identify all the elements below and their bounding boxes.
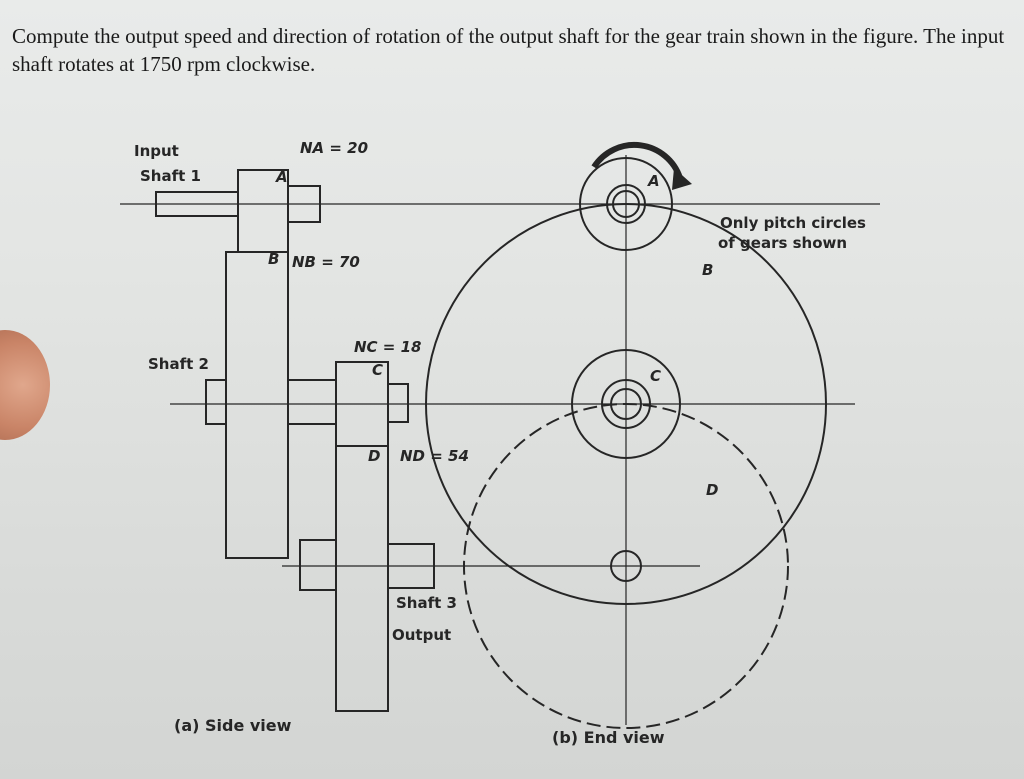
- shaft1-label: Shaft 1: [140, 167, 201, 185]
- na-label: NA = 20: [300, 139, 368, 157]
- nd-label: ND = 54: [400, 447, 469, 465]
- gear-b-tag-side: B: [268, 250, 279, 268]
- input-label: Input: [134, 142, 179, 160]
- side-view: [120, 169, 880, 712]
- gear-d-pitch-circle: [463, 403, 789, 729]
- nc-label: NC = 18: [354, 338, 421, 356]
- shaft2-label: Shaft 2: [148, 355, 209, 373]
- output-label: Output: [392, 626, 451, 644]
- gear-d-tag-end: D: [706, 481, 718, 499]
- nb-label: NB = 70: [292, 253, 360, 271]
- gear-a-tag-end: A: [647, 172, 660, 190]
- gear-d-side: [335, 445, 389, 712]
- gear-d-tag-side: D: [368, 447, 380, 465]
- pitch-note-line2: of gears shown: [718, 234, 847, 252]
- end-view-caption: (b) End view: [552, 728, 665, 747]
- shaft2-hub-left: [205, 379, 227, 425]
- shaft2-end-outer: [601, 379, 651, 429]
- gear-a-pitch-circle: [579, 157, 673, 251]
- gear-c-pitch-circle: [571, 349, 681, 459]
- side-view-caption: (a) Side view: [174, 716, 292, 735]
- gear-c-tag-end: C: [650, 367, 661, 385]
- end-view: [425, 142, 827, 729]
- pitch-note-line1: Only pitch circles: [720, 214, 866, 232]
- shaft3-end: [610, 550, 642, 582]
- arrowhead-icon: [672, 168, 692, 190]
- problem-statement: Compute the output speed and direction o…: [12, 24, 1005, 76]
- output-shaft: [387, 543, 435, 589]
- gear-b-pitch-circle: [425, 203, 827, 605]
- input-rotation-arrow: [591, 142, 683, 180]
- gear-c-tag-side: C: [372, 361, 383, 379]
- shaft2-body: [287, 379, 337, 425]
- shaft3-hub-left: [299, 539, 337, 591]
- gear-b-side: [225, 251, 289, 559]
- gear-a-tag-side: A: [275, 168, 288, 186]
- shaft2-hub-right: [387, 383, 409, 423]
- shaft3-label: Shaft 3: [396, 594, 457, 612]
- gear-b-tag-end: B: [702, 261, 713, 279]
